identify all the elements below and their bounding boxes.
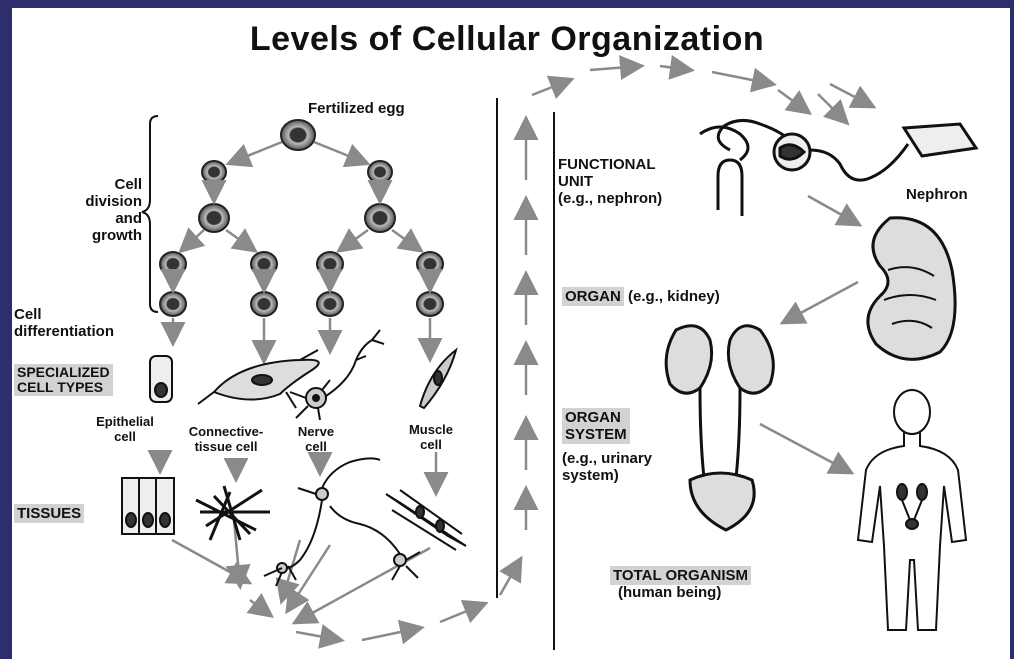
- urinary-system-drawing: [666, 326, 773, 530]
- tissues-label: TISSUES: [14, 504, 84, 523]
- organ-label-row: ORGAN (e.g., kidney): [562, 288, 720, 305]
- division-bracket: [142, 116, 158, 312]
- human-body-drawing: [858, 390, 966, 630]
- nerve-cell-label: Nerve cell: [286, 424, 346, 454]
- kidney-drawing: [868, 218, 955, 360]
- muscle-cell-label: Muscle cell: [396, 422, 466, 452]
- connective-cell-drawing: [198, 350, 319, 408]
- page-title: Levels of Cellular Organization: [0, 20, 1014, 59]
- cell-division-label: Cell division and growth: [60, 176, 142, 244]
- functional-unit-label: FUNCTIONAL UNIT (e.g., nephron): [558, 156, 662, 207]
- nephron-label: Nephron: [906, 186, 968, 203]
- connective-tissue-drawing: [196, 486, 270, 540]
- total-organism-example-label: (human being): [618, 584, 721, 601]
- total-organism-label: TOTAL ORGANISM: [610, 566, 751, 585]
- dividing-cells: [160, 120, 443, 316]
- muscle-cell-drawing: [420, 350, 456, 408]
- cell-differentiation-label: Cell differentiation: [14, 306, 114, 340]
- epithelial-cell-label: Epithelial cell: [82, 414, 168, 444]
- epithelial-tissue-drawing: [122, 478, 174, 534]
- organ-system-label: ORGAN SYSTEM: [562, 408, 630, 444]
- fertilized-egg-label: Fertilized egg: [308, 100, 405, 117]
- connective-tissue-cell-label: Connective- tissue cell: [176, 424, 276, 454]
- organ-example-label: (e.g., kidney): [624, 288, 720, 305]
- epithelial-cell-drawing: [150, 356, 172, 402]
- specialized-cell-types-label: SPECIALIZED CELL TYPES: [14, 364, 113, 396]
- organ-label: ORGAN: [562, 287, 624, 306]
- organ-system-example-label: (e.g., urinary system): [562, 450, 652, 484]
- muscle-tissue-drawing: [386, 490, 466, 550]
